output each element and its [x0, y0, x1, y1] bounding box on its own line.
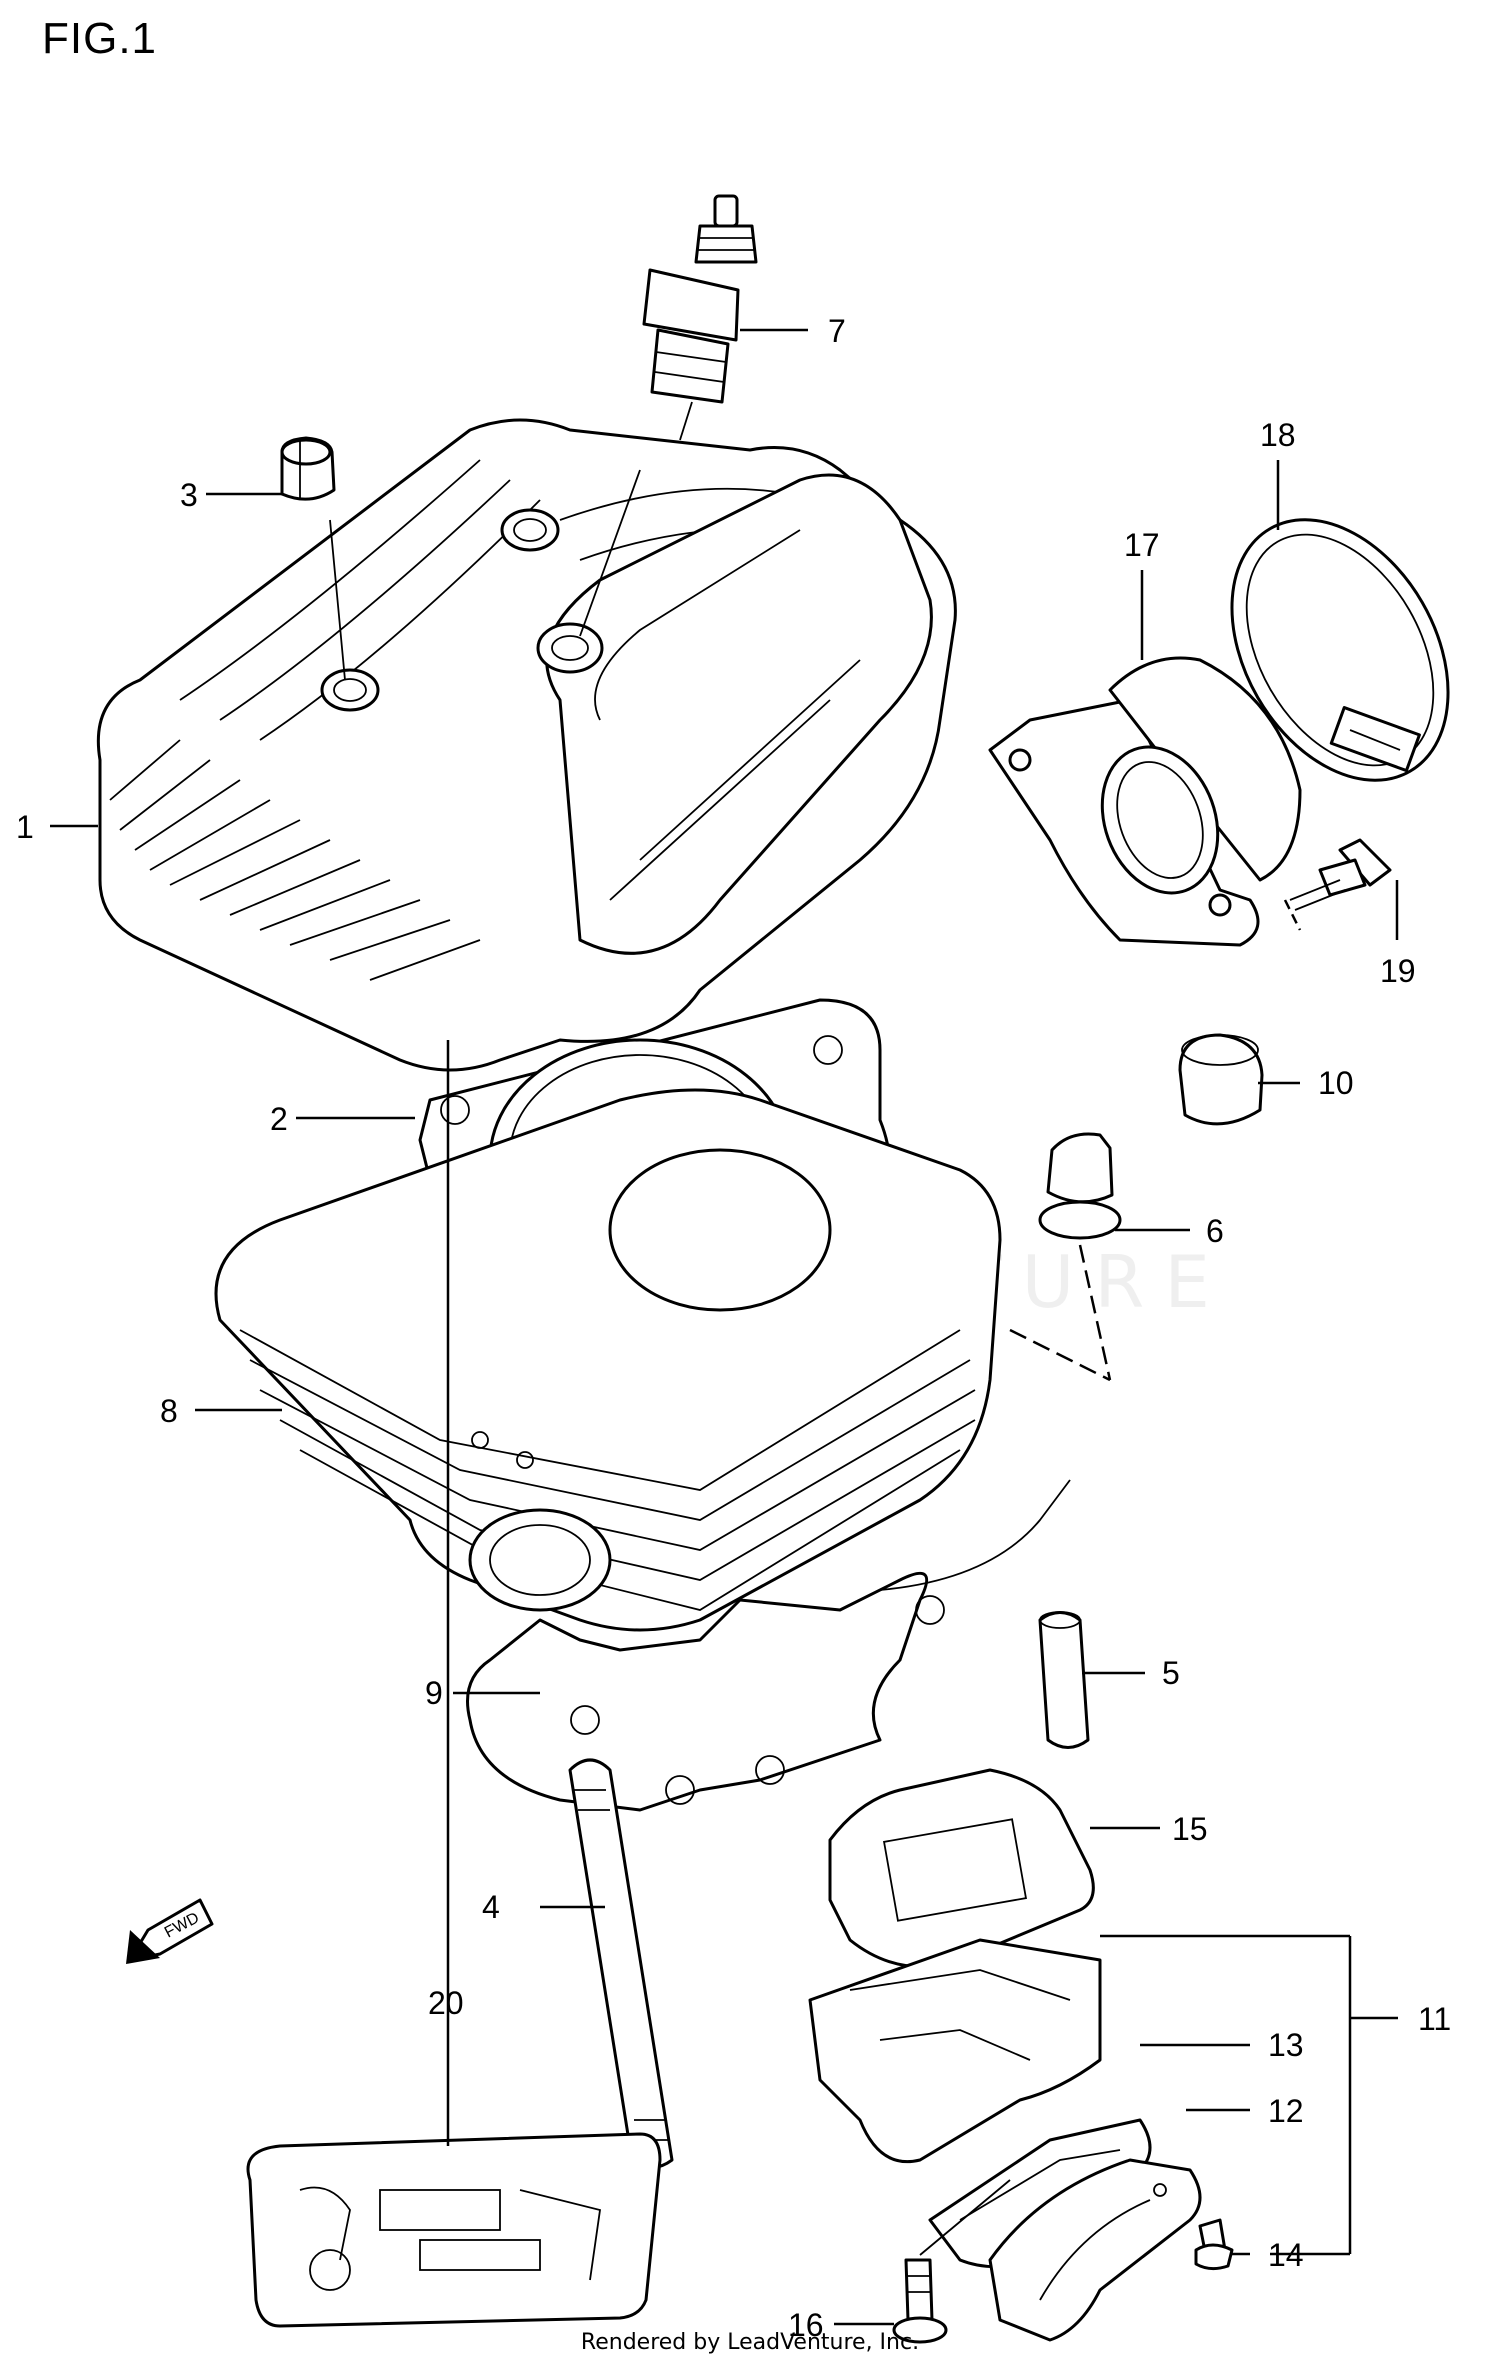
callout-4: 4 — [482, 1889, 500, 1925]
callout-18: 18 — [1260, 417, 1296, 453]
cap-nut-6[interactable] — [1009, 1132, 1122, 1382]
callout-5: 5 — [1162, 1655, 1180, 1691]
cylinder[interactable] — [214, 1088, 1002, 1632]
callout-6: 6 — [1206, 1213, 1224, 1249]
cap-nut-top[interactable] — [280, 436, 336, 501]
callout-1: 1 — [16, 809, 34, 845]
callout-labels: 1 2 3 4 5 6 7 8 9 10 11 12 13 14 15 16 1… — [16, 313, 1451, 2343]
callout-17: 17 — [1124, 527, 1160, 563]
stud[interactable] — [568, 1758, 674, 2169]
leader-lines — [50, 328, 1399, 2326]
cylinder-base-gasket[interactable] — [466, 1479, 1071, 1812]
figure-title: FIG.1 — [42, 14, 158, 63]
callout-13: 13 — [1268, 2027, 1304, 2063]
clamp[interactable] — [1188, 481, 1493, 818]
callout-2: 2 — [270, 1101, 288, 1137]
callout-20: 20 — [428, 1985, 464, 2021]
callout-15: 15 — [1172, 1811, 1208, 1847]
callout-16: 16 — [788, 2307, 824, 2343]
callout-12: 12 — [1268, 2093, 1304, 2129]
cap-10[interactable] — [1178, 1033, 1264, 1126]
callout-7: 7 — [828, 313, 846, 349]
spark-plug[interactable] — [642, 194, 758, 441]
callout-3: 3 — [180, 477, 198, 513]
dowel-pin[interactable] — [1038, 1611, 1090, 1749]
callout-11: 11 — [1418, 2001, 1451, 2037]
callout-9: 9 — [425, 1675, 443, 1711]
cylinder-head[interactable] — [96, 418, 957, 1072]
bolt-19[interactable] — [1283, 838, 1392, 931]
forward-direction-arrow: FWD — [126, 1898, 214, 1964]
gasket-15[interactable] — [828, 1768, 1095, 1969]
callout-10: 10 — [1318, 1065, 1354, 1101]
callout-8: 8 — [160, 1393, 178, 1429]
intake-pipe[interactable] — [988, 656, 1302, 947]
callout-14: 14 — [1268, 2237, 1304, 2273]
bolt-16[interactable] — [892, 2179, 1011, 2344]
callout-19: 19 — [1380, 953, 1416, 989]
gasket-set[interactable] — [246, 2132, 662, 2328]
reed-stopper[interactable] — [988, 2158, 1202, 2342]
footer-credit: Rendered by LeadVenture, Inc. — [580, 2330, 920, 2355]
screw-14[interactable] — [1194, 2218, 1234, 2271]
reed-valve-assembly[interactable] — [808, 1938, 1102, 2164]
